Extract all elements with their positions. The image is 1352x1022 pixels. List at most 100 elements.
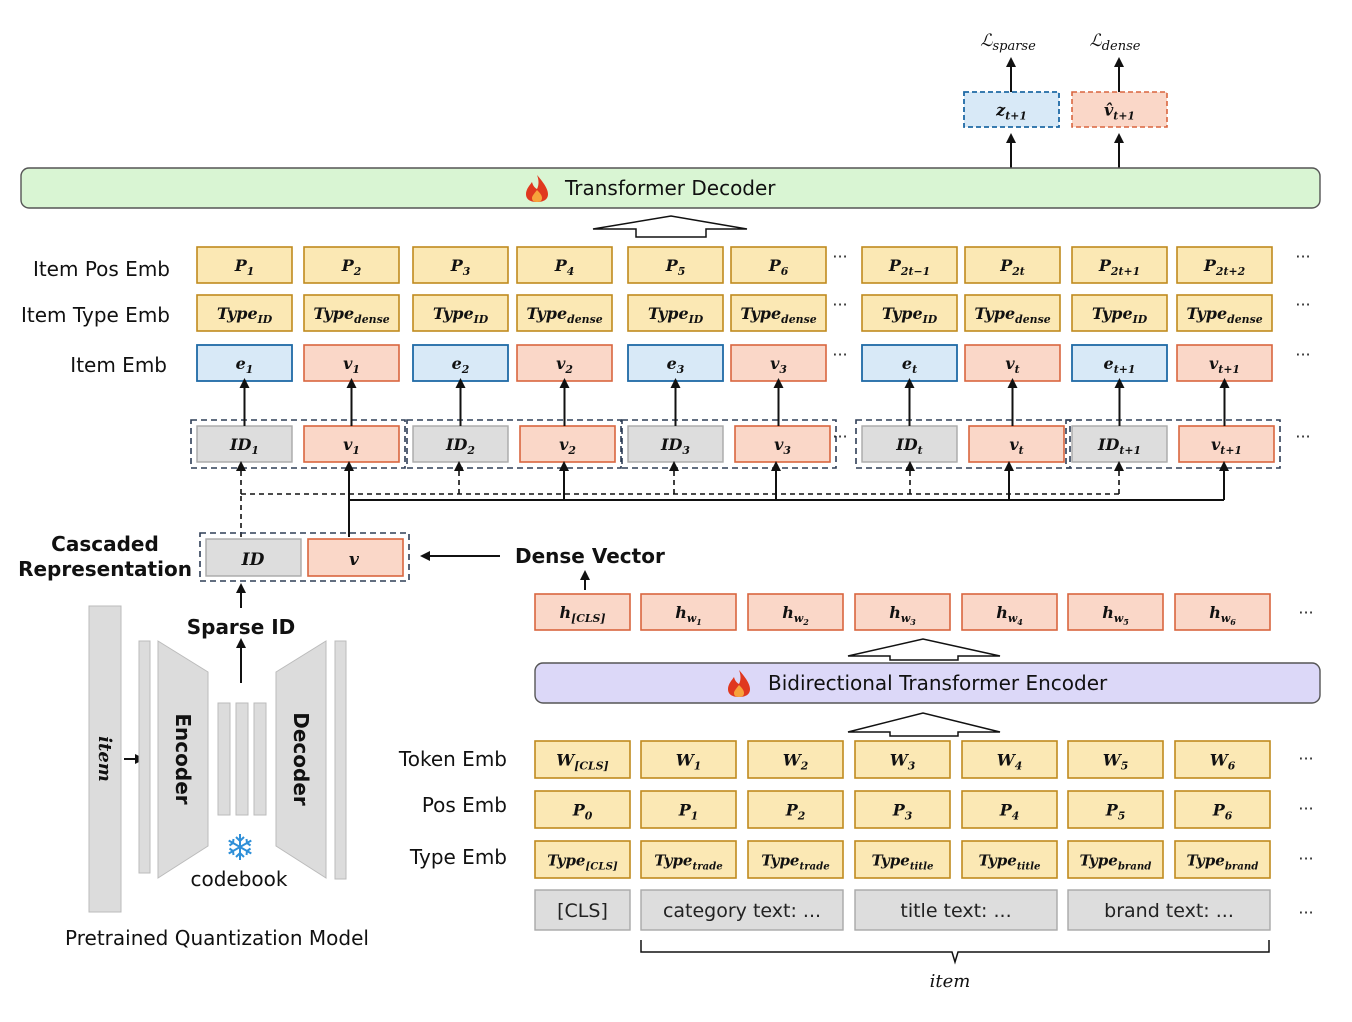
- item-pos-emb-10: P2t+2: [1176, 246, 1273, 284]
- item-pos-emb-6-text: P6: [768, 256, 789, 278]
- ellipsis-mid-1: ···: [832, 295, 847, 314]
- hidden-state-7-text: hw6: [1209, 603, 1236, 627]
- hidden-state-3: hw2: [747, 593, 844, 631]
- item-pos-emb-9-text: P2t+1: [1098, 256, 1140, 278]
- item-type-emb-7-text: TypeID: [882, 304, 938, 326]
- item-emb-3: e2: [412, 344, 509, 382]
- ellipsis-encoder-0: ···: [1298, 749, 1313, 768]
- item-pos-emb-7: P2t−1: [861, 246, 958, 284]
- ellipsis-mid-2: ···: [832, 345, 847, 364]
- cascade-id-1-text: ID1: [229, 435, 259, 457]
- ellipsis-encoder-1: ···: [1298, 799, 1313, 818]
- text-segment-4: brand text: ...: [1067, 889, 1271, 931]
- item-brace: [640, 940, 1270, 965]
- item-emb-9-text: et+1: [1104, 354, 1136, 376]
- text-segment-label-1: [CLS]: [557, 900, 608, 922]
- item-pos-emb-1: P1: [196, 246, 293, 284]
- item-pos-emb-5: P5: [627, 246, 724, 284]
- item-emb-8: vt: [964, 344, 1061, 382]
- token-emb-7: W6: [1174, 740, 1271, 779]
- hidden-state-6: hw5: [1067, 593, 1164, 631]
- item-input-block: [88, 605, 122, 913]
- cascade-id-1: ID1: [196, 425, 293, 463]
- fire-icon: [728, 670, 750, 697]
- text-segment-3: title text: ...: [854, 889, 1058, 931]
- item-emb-4-text: v2: [556, 354, 573, 376]
- item-emb-1: e1: [196, 344, 293, 382]
- sparse-id-label: Sparse ID: [187, 615, 296, 639]
- token-emb-1: W[CLS]: [534, 740, 631, 779]
- item-type-emb-6: Typedense: [730, 294, 827, 332]
- row-label-type-emb: Type Emb: [409, 845, 507, 869]
- row-label-item-pos: Item Pos Emb: [33, 257, 170, 281]
- item-type-emb-3: TypeID: [412, 294, 509, 332]
- type-emb-1-text: Type[CLS]: [547, 852, 618, 873]
- type-emb-3-text: Typetrade: [761, 852, 830, 873]
- type-emb-7: Typebrand: [1174, 840, 1271, 879]
- loss-sparse: ℒsparse: [980, 31, 1036, 54]
- item-pos-emb-2: P2: [303, 246, 400, 284]
- transformer-decoder-bar: [20, 167, 1321, 209]
- item-emb-6-text: v3: [770, 354, 787, 376]
- cascade-pair-frame-3: [621, 419, 837, 469]
- item-pos-emb-3-text: P3: [450, 256, 471, 278]
- item-emb-2-text: v1: [343, 354, 360, 376]
- cascade-id-3-text: ID3: [660, 435, 690, 457]
- ellipsis-text: ···: [1298, 903, 1313, 922]
- cascade-v-5-text: vt+1: [1211, 435, 1242, 457]
- quant-item-label: item: [94, 736, 115, 782]
- quant-decoder-label: Decoder: [289, 712, 313, 806]
- codebook-label: codebook: [191, 867, 288, 891]
- snowflake-icon: [228, 834, 252, 860]
- codebook-bar-1: [217, 702, 231, 816]
- item-pos-emb-10-text: P2t+2: [1203, 256, 1246, 278]
- item-type-emb-9-text: TypeID: [1092, 304, 1148, 326]
- item-emb-2: v1: [303, 344, 400, 382]
- cascade-v-1-text: v1: [343, 435, 360, 457]
- row-label-item-type: Item Type Emb: [21, 303, 170, 327]
- hidden-state-4-text: hw3: [889, 603, 916, 627]
- item-type-emb-8-text: Typedense: [974, 304, 1050, 326]
- quant-model-caption: Pretrained Quantization Model: [65, 926, 369, 950]
- item-pos-emb-7-text: P2t−1: [888, 256, 930, 278]
- ellipsis-encoder-2: ···: [1298, 849, 1313, 868]
- cascade-id-2: ID2: [412, 425, 509, 463]
- cascaded-v-box: [307, 538, 404, 577]
- token-emb-1-text: W[CLS]: [556, 751, 608, 773]
- token-emb-4-text: W3: [890, 751, 916, 773]
- hidden-state-6-text: hw5: [1102, 603, 1129, 627]
- ellipsis-end-1: ···: [1295, 295, 1310, 314]
- item-pos-emb-4: P4: [516, 246, 613, 284]
- decoder-input-arrow: [592, 215, 748, 238]
- item-type-emb-10: Typedense: [1176, 294, 1273, 332]
- cascade-id-5-text: IDt+1: [1097, 435, 1141, 457]
- item-pos-emb-4-text: P4: [554, 256, 575, 278]
- cascade-id-4: IDt: [861, 425, 958, 463]
- ellipsis-end-2: ···: [1295, 345, 1310, 364]
- type-emb-3: Typetrade: [747, 840, 844, 879]
- item-emb-7: et: [861, 344, 958, 382]
- item-pos-emb-1-text: P1: [234, 256, 255, 278]
- pos-emb-1: P0: [534, 790, 631, 829]
- pos-emb-6-text: P5: [1105, 801, 1126, 823]
- text-segment-label-3: title text: ...: [900, 900, 1011, 922]
- token-emb-6-text: W5: [1103, 751, 1129, 773]
- loss-dense: ℒdense: [1089, 31, 1140, 54]
- token-emb-3-text: W2: [783, 751, 809, 773]
- item-pos-emb-8-text: P2t: [999, 256, 1025, 278]
- cascade-v-3: v3: [734, 425, 831, 463]
- type-emb-6: Typebrand: [1067, 840, 1164, 879]
- item-type-emb-1-text: TypeID: [217, 304, 273, 326]
- item-emb-5: e3: [627, 344, 724, 382]
- output-box-2: v̂t+1: [1071, 91, 1168, 128]
- cascaded-id-box: [205, 538, 302, 577]
- text-segment-label-4: brand text: ...: [1104, 900, 1234, 922]
- cascaded-v-text: v: [349, 550, 360, 570]
- quant-decoder-trapezoid: [275, 640, 327, 879]
- token-emb-2-text: W1: [676, 751, 702, 773]
- token-emb-7-text: W6: [1210, 751, 1236, 773]
- token-emb-5: W4: [961, 740, 1058, 779]
- hidden-state-4: hw3: [854, 593, 951, 631]
- item-emb-6: v3: [730, 344, 827, 382]
- cascade-pair-frame-2: [406, 419, 622, 469]
